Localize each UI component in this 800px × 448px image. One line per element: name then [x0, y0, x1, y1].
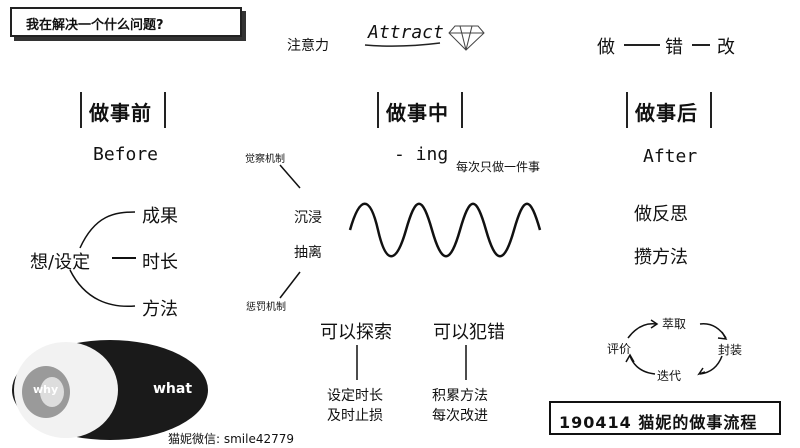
during-head: 做事中	[386, 101, 449, 125]
mistake-line-2: 每次改进	[432, 408, 488, 424]
cycle-title-c: 改	[717, 37, 735, 58]
after-eng: After	[643, 146, 698, 167]
why-what-graphic	[12, 340, 208, 440]
explore-title: 可以探索	[320, 322, 392, 343]
state-detach: 抽离	[294, 245, 322, 261]
graphic-inner-label: why	[33, 383, 59, 396]
wechat-id: 猫妮微信: smile42779	[168, 432, 295, 446]
before-head-bracket	[80, 92, 166, 128]
graphic-outer-label: what	[153, 381, 193, 397]
before-item-1: 成果	[142, 206, 178, 227]
branch-top	[79, 211, 136, 249]
title-box: 我在解决一个什么问题?	[10, 7, 242, 37]
diamond-icon	[448, 25, 485, 51]
footer-label: 190414 猫妮的做事流程	[559, 413, 758, 432]
mistake-line-1: 积累方法	[432, 388, 488, 404]
before-item-2: 时长	[142, 252, 178, 273]
attention-label: 注意力	[287, 38, 329, 54]
loop-top: 萃取	[662, 317, 687, 331]
explore-line-2: 及时止损	[327, 408, 383, 424]
explore-line-1: 设定时长	[327, 388, 383, 404]
cycle-title-a: 做	[597, 37, 615, 58]
before-eng: Before	[93, 144, 159, 165]
during-note: 每次只做一件事	[456, 160, 541, 174]
attract-underline	[364, 42, 441, 47]
before-item-3: 方法	[142, 299, 178, 320]
wave	[348, 202, 542, 258]
bottom-label-connector	[279, 271, 301, 299]
state-immerse: 沉浸	[294, 210, 322, 226]
before-center: 想/设定	[30, 252, 91, 273]
during-head-bracket	[377, 92, 463, 128]
top-label-connector	[279, 164, 301, 189]
after-head-bracket	[626, 92, 712, 128]
before-head: 做事前	[89, 101, 152, 125]
during-eng: - ing	[394, 144, 449, 165]
branch-bottom	[69, 269, 136, 308]
loop-bottom: 迭代	[657, 369, 682, 383]
after-head: 做事后	[635, 101, 698, 125]
top-mechanism-label: 觉察机制	[245, 154, 285, 165]
page-title: 我在解决一个什么问题?	[26, 18, 164, 33]
bottom-mechanism-label: 惩罚机制	[246, 302, 286, 313]
loop-left: 评价	[607, 342, 632, 356]
mistake-title: 可以犯错	[433, 322, 505, 343]
loop-right: 封装	[718, 343, 743, 357]
footer-box: 190414 猫妮的做事流程	[549, 401, 781, 435]
attention-word: Attract	[368, 22, 444, 43]
after-item-2: 攒方法	[634, 247, 688, 268]
loop-arrows	[625, 319, 728, 376]
cycle-title-b: 错	[665, 37, 683, 58]
after-item-1: 做反思	[634, 204, 688, 225]
